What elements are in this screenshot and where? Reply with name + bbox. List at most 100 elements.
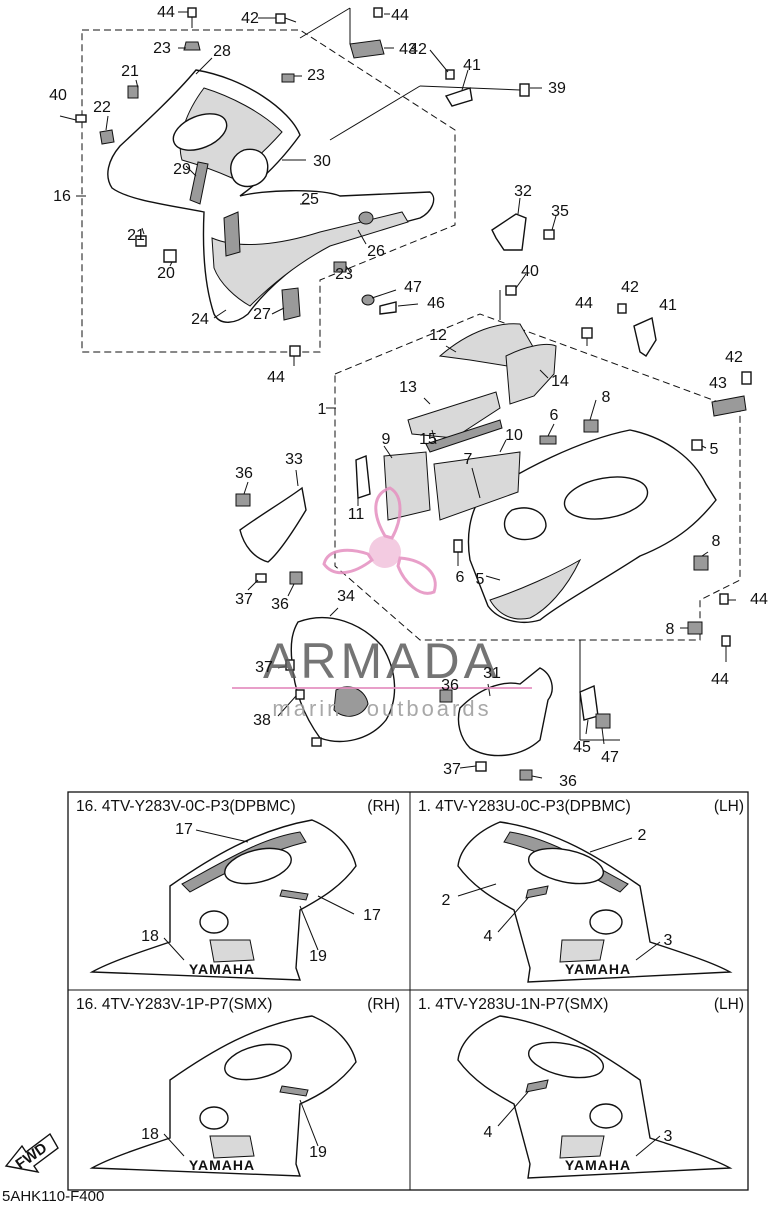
callout-35: 35 [551, 203, 569, 220]
fairing-vent-lh [589, 909, 623, 935]
callout-21: 21 [121, 63, 139, 80]
callout-44: 44 [575, 295, 593, 312]
callout-24: 24 [191, 311, 209, 328]
callout-14: 14 [551, 373, 569, 390]
callout-4: 4 [484, 1124, 493, 1141]
callout-17: 17 [175, 821, 193, 838]
callout-12: 12 [429, 327, 447, 344]
group-boundary-16 [81, 29, 456, 353]
variant-side: (LH) [714, 798, 744, 815]
callout-47: 47 [404, 279, 422, 296]
lh-fairing-assembly [235, 303, 752, 781]
inner-panel-9 [383, 451, 431, 521]
fairing-lower-rh [209, 939, 255, 963]
callout-6: 6 [550, 407, 559, 424]
fairing-outline-lh-smx [457, 1015, 733, 1179]
fairing-vent-rh [199, 910, 229, 934]
fairing-vent-lh-smx [589, 1103, 623, 1129]
callout-26: 26 [367, 243, 385, 260]
callout-21: 21 [127, 227, 145, 244]
callout-40: 40 [49, 87, 67, 104]
callout-15: 15 [419, 431, 437, 448]
callout-10: 10 [505, 427, 523, 444]
watermark-logo: ARMADA marine outboards [232, 486, 532, 721]
leaders-lower [243, 345, 736, 779]
fairing-window-lh [527, 847, 605, 885]
callout-19: 19 [309, 948, 327, 965]
fairing-window-rh-smx [224, 1043, 292, 1081]
callout-42: 42 [409, 41, 427, 58]
trim-strip-15 [425, 419, 503, 453]
callout-2: 2 [638, 827, 647, 844]
callout-25: 25 [301, 191, 319, 208]
callout-27: 27 [253, 306, 271, 323]
callout-42: 42 [241, 10, 259, 27]
callout-2: 2 [442, 892, 451, 909]
variant-title: 16. 4TV-Y283V-1P-P7(SMX) [76, 996, 272, 1013]
callout-3: 3 [664, 932, 673, 949]
callout-5: 5 [710, 441, 719, 458]
variant-side: (RH) [367, 996, 400, 1013]
inner-panel-14 [505, 343, 557, 405]
callout-5: 5 [476, 571, 485, 588]
callout-6: 6 [456, 569, 465, 586]
watermark-brand: ARMADA [263, 633, 501, 689]
callout-1: 1 [318, 401, 327, 418]
fairing-window-rh [224, 847, 292, 885]
decal-4-lh [525, 885, 549, 899]
callout-45: 45 [573, 739, 591, 756]
callout-41: 41 [463, 57, 481, 74]
variant-side: (RH) [367, 798, 400, 815]
variant-panel-lh-smx: 1. 4TV-Y283U-1N-P7(SMX) (LH) YAMAHA 4 3 [418, 996, 744, 1179]
callout-33: 33 [285, 451, 303, 468]
variant-panel-lh-dpbmc: 1. 4TV-Y283U-0C-P3(DPBMC) (LH) YAMAHA 2 … [418, 798, 744, 983]
trim-strip-25 [223, 211, 241, 257]
callout-40: 40 [521, 263, 539, 280]
callout-36: 36 [235, 465, 253, 482]
decal-19-rh [279, 889, 309, 901]
callout-42: 42 [725, 349, 743, 366]
fasteners-lower [235, 303, 752, 781]
callout-22: 22 [93, 99, 111, 116]
callout-8: 8 [712, 533, 721, 550]
fairing-lower-lh-smx [559, 1135, 605, 1159]
fairing-panel-1 [467, 429, 717, 624]
callout-8: 8 [666, 621, 675, 638]
variant-panel-rh-dpbmc: 16. 4TV-Y283V-0C-P3(DPBMC) (RH) YAMAHA 1… [76, 798, 400, 981]
callout-44: 44 [711, 671, 729, 688]
callout-23: 23 [153, 40, 171, 57]
fairing-lower-panel [489, 558, 582, 620]
variant-title: 16. 4TV-Y283V-0C-P3(DPBMC) [76, 798, 296, 815]
fairing-window-lh [563, 476, 649, 520]
callout-37: 37 [443, 761, 461, 778]
callout-18: 18 [141, 928, 159, 945]
callout-8: 8 [602, 389, 611, 406]
callout-30: 30 [313, 153, 331, 170]
callout-19: 19 [309, 1144, 327, 1161]
callout-36: 36 [271, 596, 289, 613]
callout-42: 42 [621, 279, 639, 296]
fasteners-upper [59, 7, 555, 357]
callout-18: 18 [141, 1126, 159, 1143]
inner-panel-13 [407, 391, 501, 439]
fairing-brand-decal: YAMAHA [565, 1157, 631, 1173]
lower-panel-31 [457, 667, 553, 757]
propeller-logo [322, 486, 437, 595]
callout-4: 4 [484, 928, 493, 945]
callout-46: 46 [427, 295, 445, 312]
fairing-inner-panel [211, 211, 409, 307]
callout-9: 9 [382, 431, 391, 448]
fairing-brand-decal: YAMAHA [189, 961, 255, 977]
callout-20: 20 [157, 265, 175, 282]
bracket-27 [281, 287, 301, 321]
callout-38: 38 [253, 712, 271, 729]
callout-11: 11 [348, 506, 365, 523]
callout-44: 44 [157, 4, 175, 21]
callout-39: 39 [548, 80, 566, 97]
fairing-vent-rh-smx [199, 1106, 229, 1130]
fairing-lower-lh [559, 939, 605, 963]
variant-panel-rh-smx: 16. 4TV-Y283V-1P-P7(SMX) (RH) YAMAHA 18 … [76, 996, 400, 1177]
callout-47: 47 [601, 749, 619, 766]
fairing-window-lh-smx [527, 1041, 605, 1079]
